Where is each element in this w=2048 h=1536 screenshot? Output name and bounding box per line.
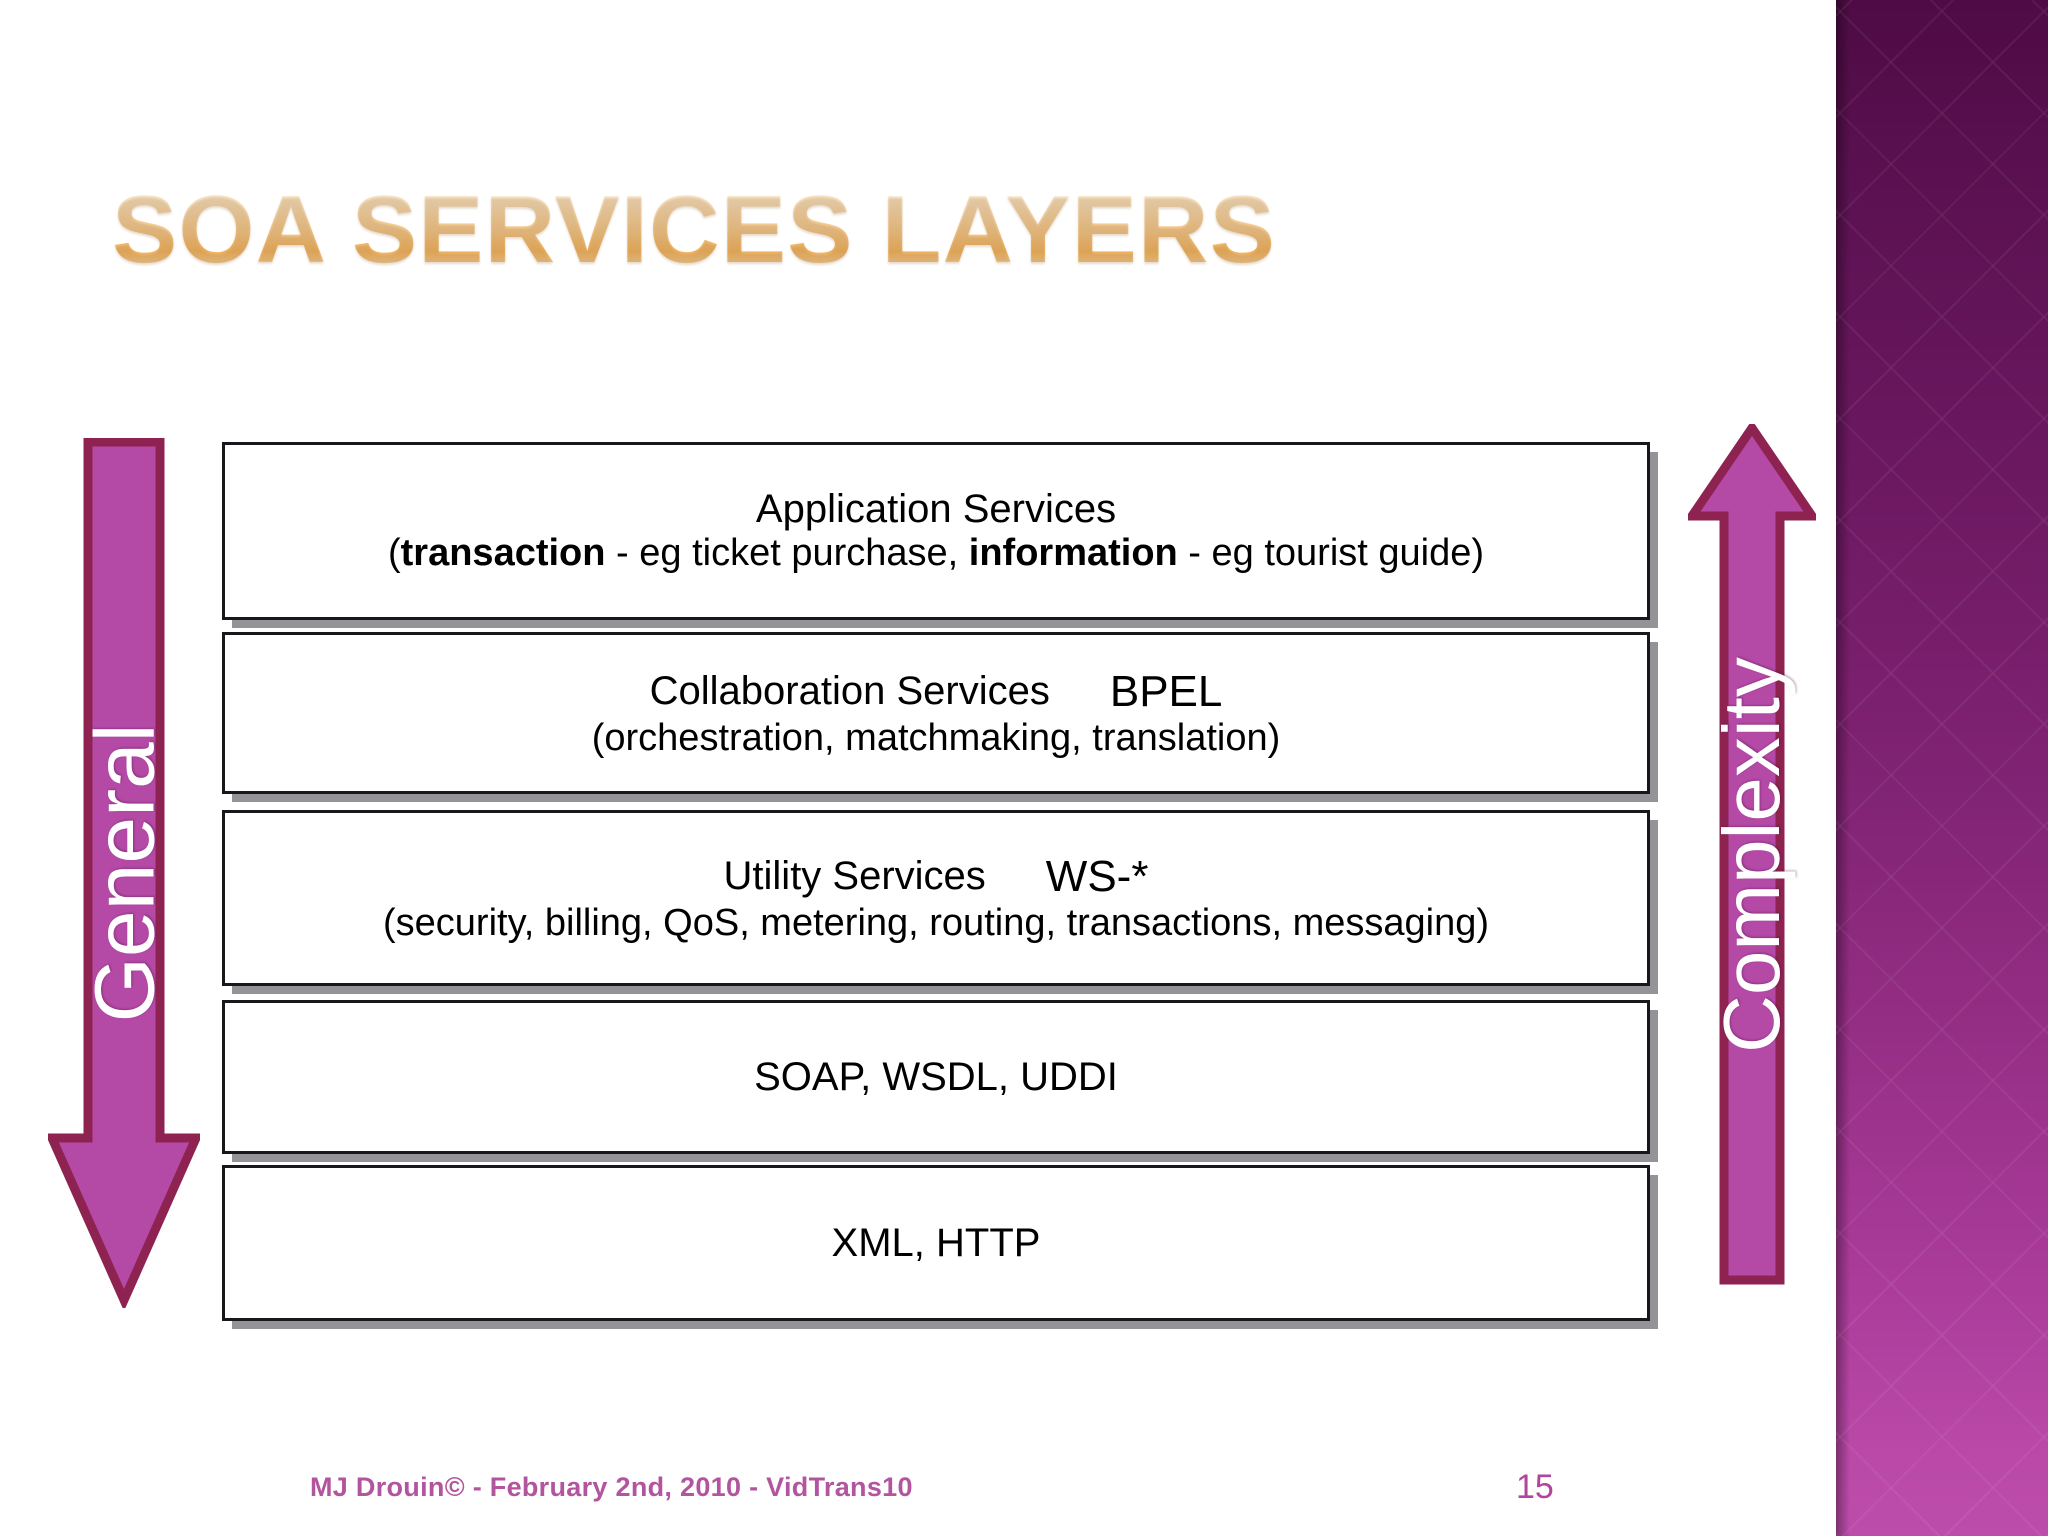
- page-title: SOA SERVICES LAYERS: [112, 176, 1276, 283]
- emphasis-text: transaction: [400, 532, 606, 575]
- layer-side-tag-ws: WS-*: [1045, 851, 1149, 901]
- layer-line1: Application Services: [755, 487, 1117, 532]
- side-band-edge-shadow: [1836, 0, 1850, 1536]
- complexity-arrow-label-wrap: Complexity: [1688, 424, 1816, 1286]
- general-arrow-label: General: [77, 723, 171, 1023]
- layer-text-utility: Utility Services WS-* (security, billing…: [225, 852, 1647, 945]
- decorative-side-band: [1836, 0, 2048, 1536]
- layer-text-xml: XML, HTTP: [225, 1221, 1647, 1266]
- layer-line1: XML, HTTP: [831, 1220, 1041, 1265]
- plain-text: (orchestration, matchmaking, translation…: [591, 716, 1281, 759]
- complexity-arrow-label: Complexity: [1707, 657, 1797, 1053]
- layer-line1-row: Utility Services WS-*: [225, 852, 1647, 902]
- footer-credit: MJ Drouin© - February 2nd, 2010 - VidTra…: [310, 1472, 913, 1502]
- layer-side-tag-bpel: BPEL: [1109, 666, 1223, 716]
- emphasis-text: information: [968, 532, 1178, 575]
- layer-box-soap[interactable]: SOAP, WSDL, UDDI: [222, 1000, 1650, 1154]
- layer-box-collaboration[interactable]: Collaboration Services BPEL (orchestrati…: [222, 632, 1650, 794]
- layer-line1: Utility Services: [723, 854, 986, 899]
- plain-text: (security, billing, QoS, metering, routi…: [383, 901, 1489, 944]
- layer-line1: SOAP, WSDL, UDDI: [754, 1054, 1118, 1099]
- plain-text: (: [387, 532, 401, 575]
- plain-text: - eg ticket purchase,: [605, 532, 969, 575]
- layer-line2: (transaction - eg ticket purchase, infor…: [225, 532, 1647, 575]
- layer-text-collaboration: Collaboration Services BPEL (orchestrati…: [225, 667, 1647, 760]
- layer-box-utility[interactable]: Utility Services WS-* (security, billing…: [222, 810, 1650, 986]
- complexity-arrow-up-icon: [1688, 424, 1816, 1286]
- layer-line2: (orchestration, matchmaking, translation…: [225, 717, 1647, 760]
- page-number: 15: [1516, 1468, 1554, 1506]
- layer-line1: Collaboration Services: [649, 669, 1050, 714]
- layer-box-application[interactable]: Application Services (transaction - eg t…: [222, 442, 1650, 620]
- layer-text-soap: SOAP, WSDL, UDDI: [225, 1055, 1647, 1100]
- general-arrow-down-icon: [48, 438, 200, 1308]
- general-arrow-label-wrap: General: [48, 438, 200, 1308]
- layer-line2: (security, billing, QoS, metering, routi…: [225, 902, 1647, 945]
- layer-box-xml[interactable]: XML, HTTP: [222, 1165, 1650, 1321]
- layer-text-application: Application Services (transaction - eg t…: [225, 487, 1647, 574]
- plain-text: - eg tourist guide): [1177, 532, 1485, 575]
- side-band-pattern: [1836, 0, 2048, 1536]
- layer-line1-row: Collaboration Services BPEL: [225, 667, 1647, 717]
